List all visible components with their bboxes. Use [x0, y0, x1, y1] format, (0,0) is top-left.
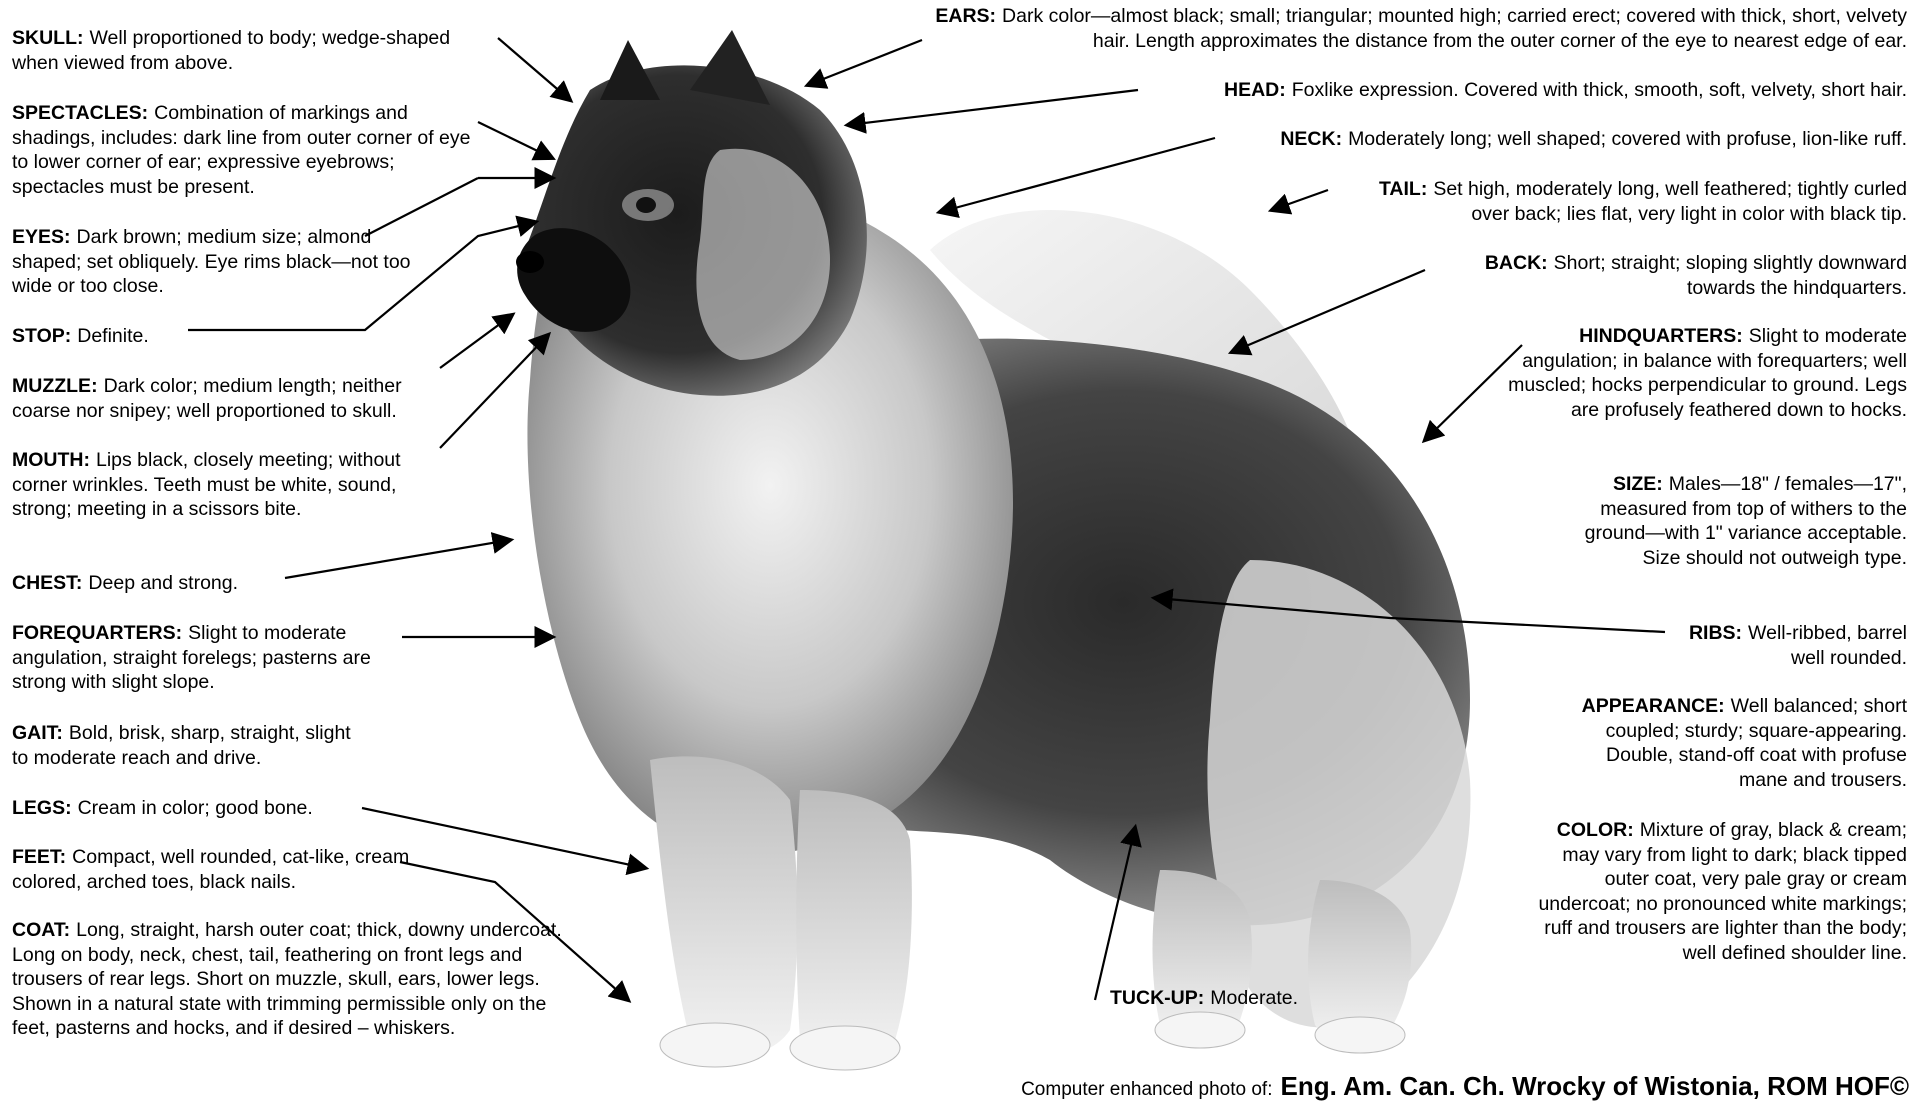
- arrow-chest: [285, 540, 510, 578]
- label-gait: GAIT:Bold, brisk, sharp, straight, sligh…: [12, 721, 362, 770]
- arrow-mouth: [440, 335, 548, 448]
- label-tail: TAIL:Set high, moderately long, well fea…: [1347, 177, 1907, 226]
- arrow-back: [1232, 270, 1425, 352]
- label-eyes: EYES:Dark brown; medium size; almond sha…: [12, 225, 412, 299]
- label-tuck-up: TUCK-UP:Moderate.: [1110, 986, 1410, 1011]
- label-feet: FEET:Compact, well rounded, cat-like, cr…: [12, 845, 412, 894]
- label-hindquarters: HINDQUARTERS:Slight to moderate angulati…: [1507, 324, 1907, 422]
- label-appearance: APPEARANCE:Well balanced; short coupled;…: [1577, 694, 1907, 792]
- label-chest: CHEST:Deep and strong.: [12, 571, 292, 596]
- label-stop: STOP:Definite.: [12, 324, 212, 349]
- label-color: COLOR:Mixture of gray, black & cream; ma…: [1527, 818, 1907, 965]
- arrow-head: [848, 90, 1138, 125]
- arrow-muzzle: [440, 315, 512, 368]
- label-legs: LEGS:Cream in color; good bone.: [12, 796, 372, 821]
- arrow-ears: [808, 40, 922, 85]
- caption-prefix: Computer enhanced photo of:: [1021, 1079, 1272, 1100]
- label-ears: EARS:Dark color—almost black; small; tri…: [907, 4, 1907, 53]
- arrow-tail: [1272, 190, 1328, 210]
- label-forequarters: FOREQUARTERS:Slight to moderate angulati…: [12, 621, 412, 695]
- photo-caption: Computer enhanced photo of: Eng. Am. Can.…: [1021, 1066, 1909, 1110]
- label-ribs: RIBS:Well-ribbed, barrel well rounded.: [1657, 621, 1907, 670]
- arrow-spectacles-1: [478, 122, 552, 158]
- label-back: BACK:Short; straight; sloping slightly d…: [1427, 251, 1907, 300]
- label-size: SIZE:Males—18" / females—17", measured f…: [1567, 472, 1907, 570]
- label-spectacles: SPECTACLES:Combination of markings and s…: [12, 101, 482, 199]
- caption-dog-name: Eng. Am. Can. Ch. Wrocky of Wistonia, RO…: [1280, 1071, 1909, 1101]
- arrow-skull: [498, 38, 570, 100]
- label-skull: SKULL:Well proportioned to body; wedge-s…: [12, 26, 502, 75]
- label-coat: COAT:Long, straight, harsh outer coat; t…: [12, 918, 572, 1041]
- label-head: HEAD:Foxlike expression. Covered with th…: [1107, 78, 1907, 103]
- arrow-neck: [940, 138, 1215, 212]
- label-neck: NECK:Moderately long; well shaped; cover…: [1207, 127, 1907, 152]
- arrow-ribs: [1155, 598, 1665, 632]
- label-mouth: MOUTH:Lips black, closely meeting; witho…: [12, 448, 432, 522]
- arrow-tuck-up: [1095, 828, 1135, 1000]
- label-muzzle: MUZZLE:Dark color; medium length; neithe…: [12, 374, 452, 423]
